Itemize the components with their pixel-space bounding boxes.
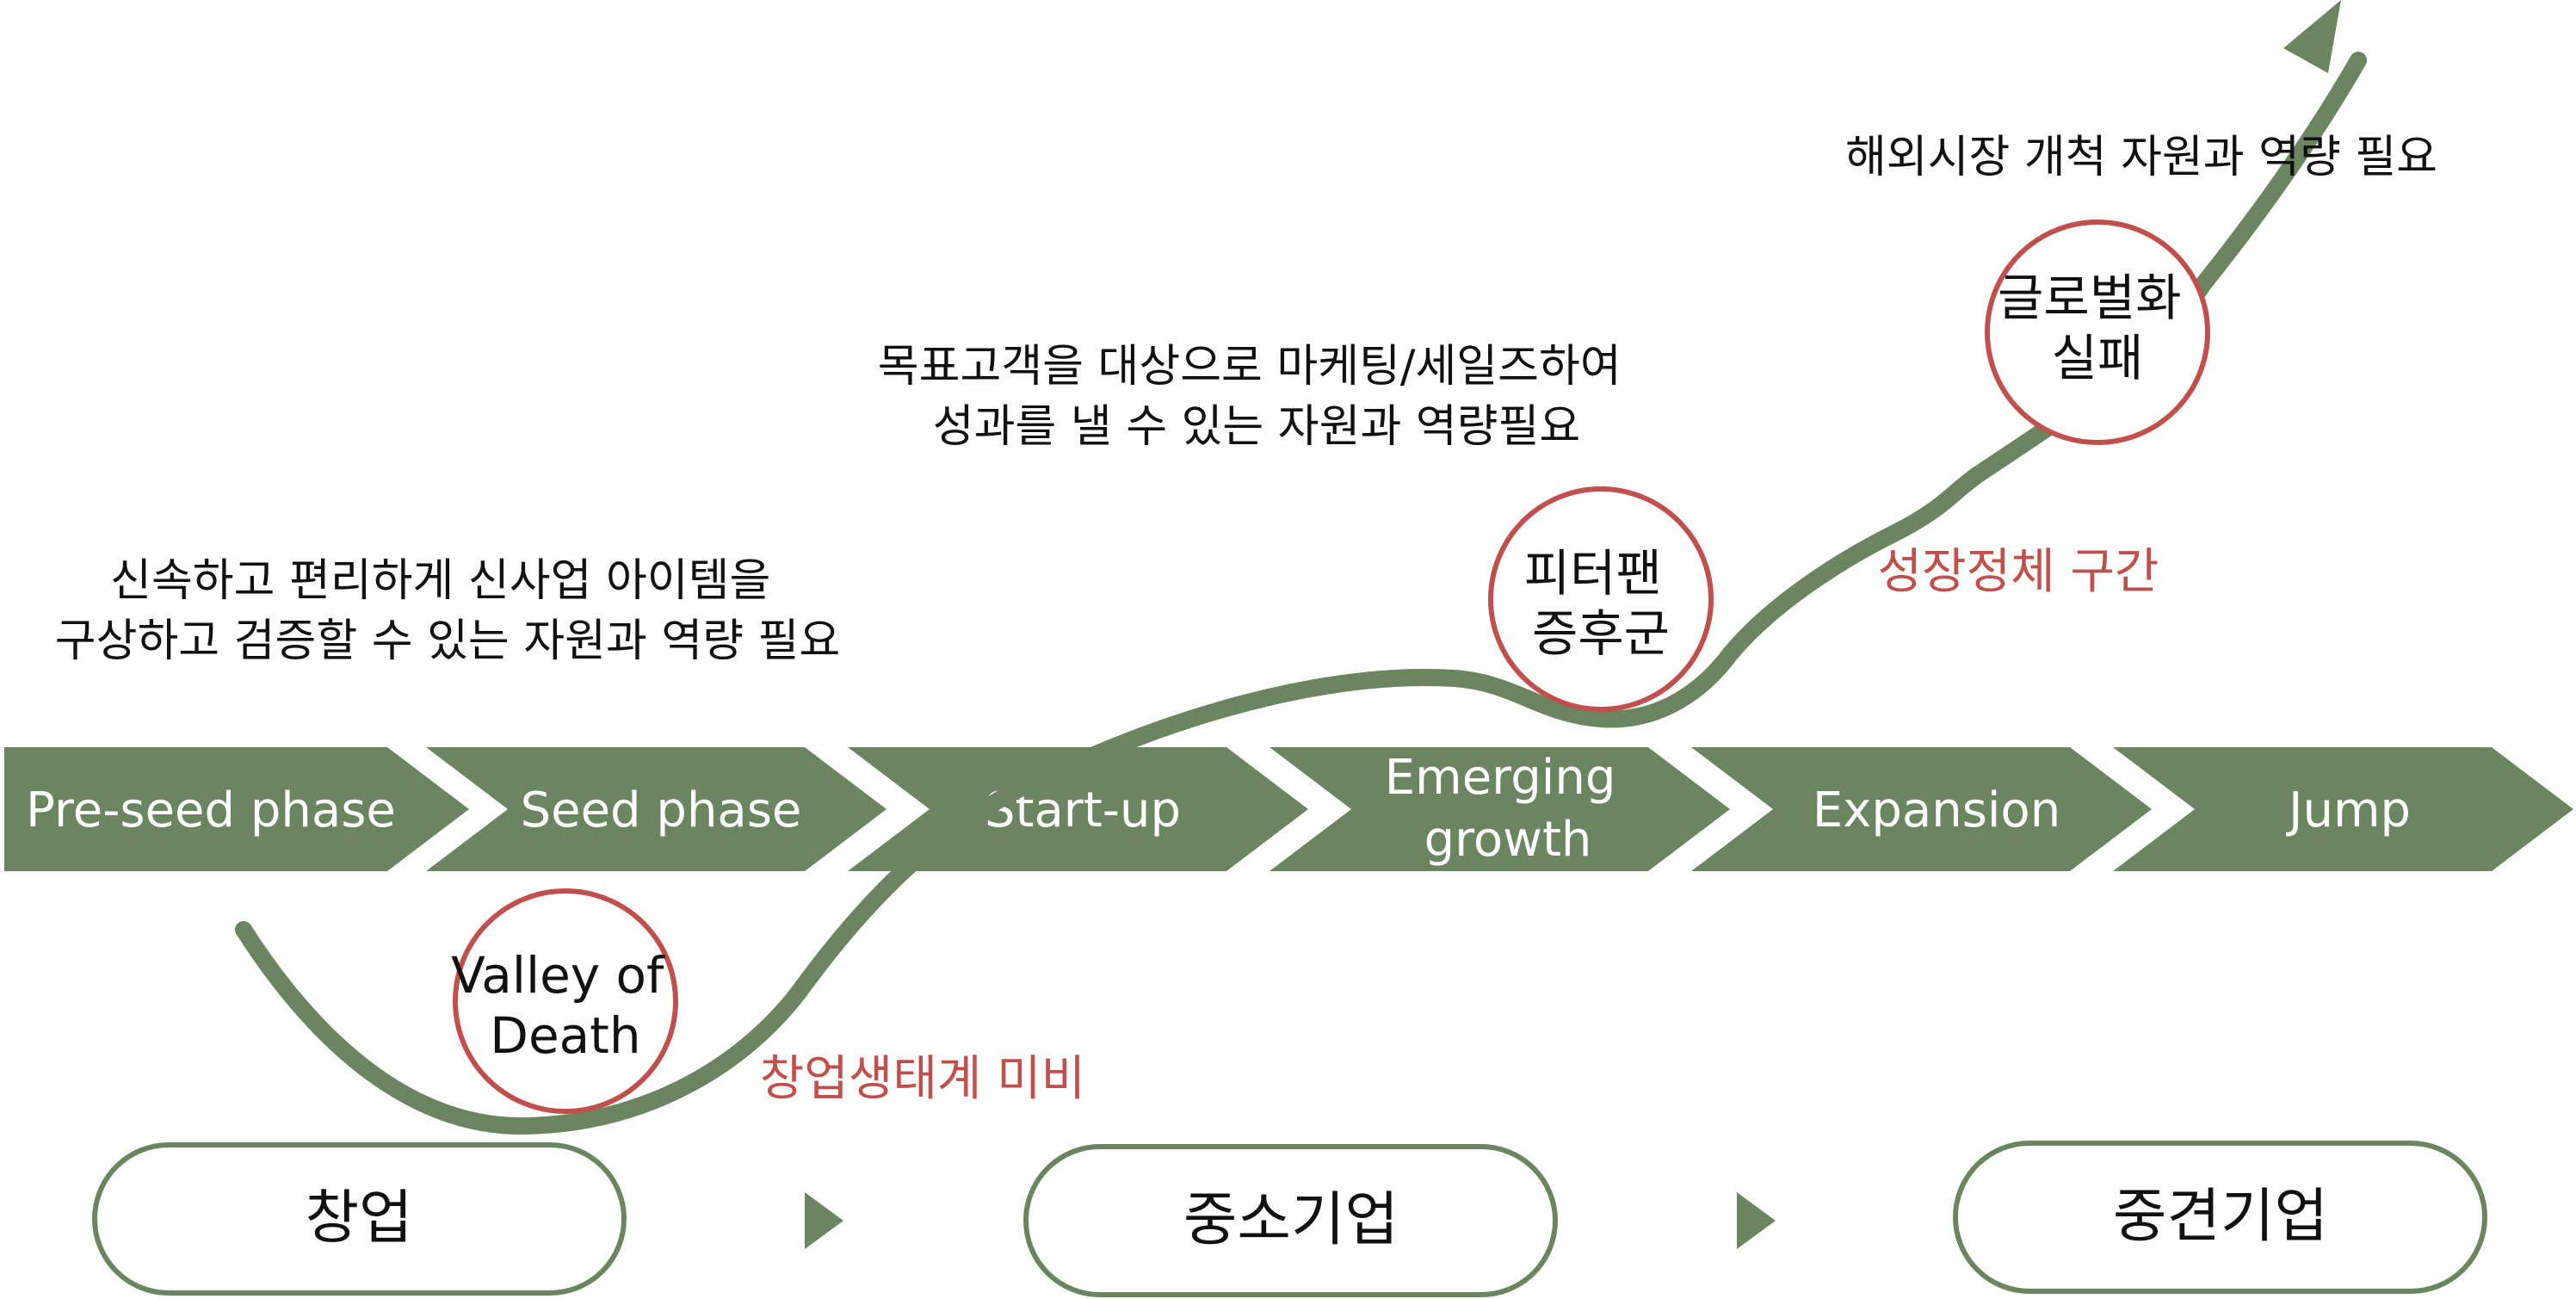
pill-sme: 중소기업 [1023,1144,1558,1297]
peterpan-circle-line2: 증후군 [1532,604,1670,663]
stage-label-expansion: Expansion [1813,782,2060,838]
global-fail-circle-line2: 실패 [2052,329,2144,387]
stage-seed-chevron [426,747,886,871]
svg-text:글로벌화 실패: 글로벌화 실패 [1998,269,2197,387]
stage-expansion-chevron [1691,747,2152,871]
peterpan-circle: 피터팬 증후군 [1488,486,1714,712]
startup-need-note-line1: 목표고객을 대상으로 마케팅/세일즈하여 [878,341,1622,393]
stage-label-jump: Jump [2286,782,2411,838]
stage-emerging-chevron [1269,747,1730,871]
seed-need-note: 신속하고 편리하게 신사업 아이템을 구상하고 검증할 수 있는 자원과 역량 … [55,555,840,667]
global-fail-circle-line1: 글로벌화 [1998,269,2181,327]
growth-plateau-label: 성장정체 구간 [1878,544,2159,600]
global-need-note: 해외시장 개척 자원과 역량 필요 [1845,132,2437,183]
svg-text:피터팬 증후군: 피터팬 증후군 [1524,544,1678,663]
stage-label-emerging: Emerging growth [1385,750,1631,868]
pill-sme-label: 중소기업 [1183,1186,1399,1254]
pill-midsize: 중견기업 [1953,1141,2487,1294]
valley-of-death-circle: Valley of Death [451,888,680,1114]
stage-label-emerging-line1: Emerging [1385,750,1616,806]
peterpan-circle-line1: 피터팬 [1524,544,1662,603]
seed-need-note-line1: 신속하고 편리하게 신사업 아이템을 [110,555,770,607]
pill-startup-label: 창업 [305,1185,412,1253]
stage-label-seed: Seed phase [521,782,802,838]
stage-chevron-row [4,747,2573,871]
stage-startup-chevron [848,747,1308,871]
pill-midsize-label: 중견기업 [2113,1183,2328,1251]
startup-need-note: 목표고객을 대상으로 마케팅/세일즈하여 성과를 낼 수 있는 자원과 역량필요 [878,341,1635,453]
stage-jump-chevron [2113,747,2573,871]
pill-arrow-2 [1737,1192,1776,1249]
stage-pre-seed-chevron [4,747,469,871]
startup-need-note-line2: 성과를 낼 수 있는 자원과 역량필요 [933,401,1580,453]
growth-arrowhead [2283,0,2341,73]
svg-text:Valley of Death: Valley of Death [451,946,680,1065]
global-fail-circle: 글로벌화 실패 [1985,220,2210,445]
valley-circle-line2: Death [490,1006,640,1065]
pill-arrow-1 [805,1192,843,1249]
valley-circle-line1: Valley of [451,946,665,1005]
pill-startup: 창업 [92,1142,627,1296]
ecosystem-gap-label: 창업생태계 미비 [760,1051,1085,1107]
seed-need-note-line2: 구상하고 검증할 수 있는 자원과 역량 필요 [55,615,840,667]
stage-label-pre-seed: Pre-seed phase [26,782,396,838]
stage-label-emerging-line2: growth [1424,812,1592,868]
